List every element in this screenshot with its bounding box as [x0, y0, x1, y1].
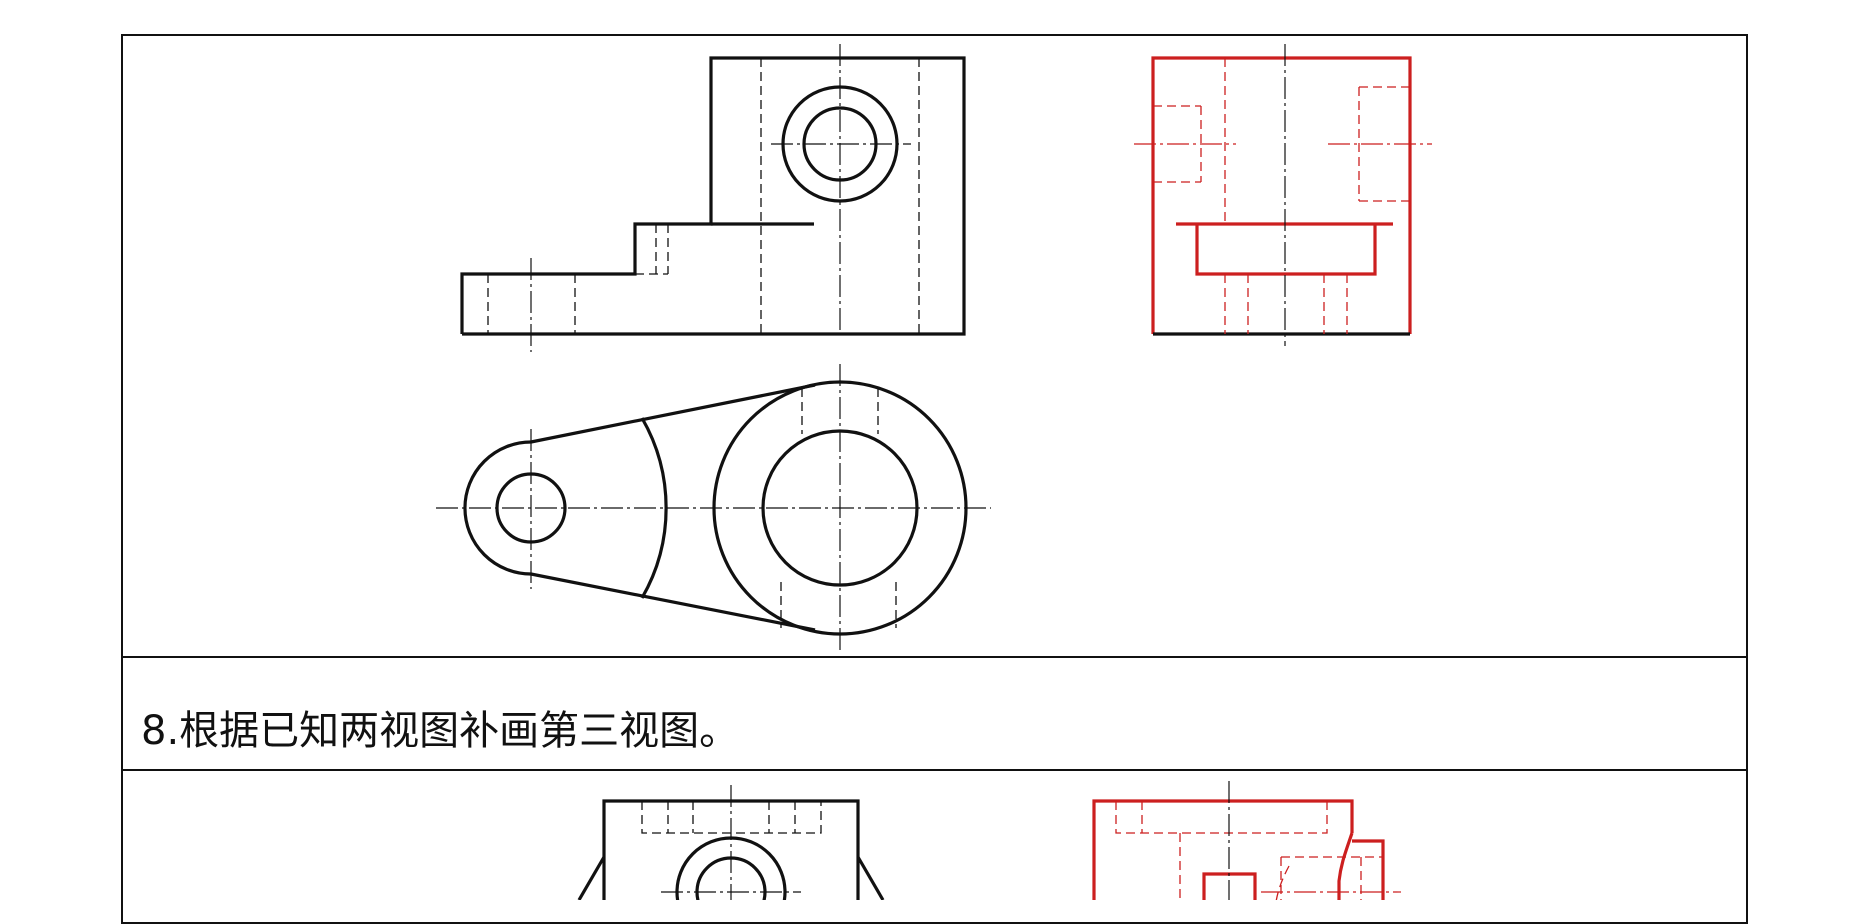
front-view-outline	[460, 56, 966, 336]
web-arc	[640, 417, 668, 599]
question-body: 根据已知两视图补画第三视图。	[179, 708, 740, 754]
top-view	[436, 364, 991, 654]
current-problem-cell	[121, 771, 1748, 900]
answer-view-outline	[1092, 799, 1354, 900]
tangent-line-top	[530, 383, 816, 444]
answer-hidden-curve	[1275, 865, 1290, 900]
answer-hidden-line	[1115, 801, 1328, 834]
small-end-arc	[463, 440, 532, 576]
previous-problem-drawing	[436, 44, 1432, 654]
answer-outline	[1151, 56, 1412, 334]
current-problem-drawing	[577, 781, 1401, 900]
answer-side-view	[1134, 44, 1432, 346]
answer-boss	[1352, 839, 1385, 900]
hidden-line	[641, 801, 822, 834]
question-text: 8.根据已知两视图补画第三视图。	[141, 698, 739, 756]
question-number: 8.	[141, 708, 180, 754]
given-view	[577, 785, 885, 900]
question-cell: 8.根据已知两视图补画第三视图。	[121, 656, 1748, 771]
answer-slot	[1195, 224, 1377, 276]
front-view	[460, 44, 966, 352]
given-view-flange	[577, 856, 606, 900]
given-view-flange	[856, 856, 885, 900]
drawing-sheet: 8.根据已知两视图补画第三视图。	[121, 34, 1748, 924]
previous-problem-cell	[121, 34, 1748, 656]
answer-view	[1092, 781, 1401, 900]
tangent-line-bottom	[530, 572, 816, 632]
answer-curve	[1337, 832, 1354, 900]
